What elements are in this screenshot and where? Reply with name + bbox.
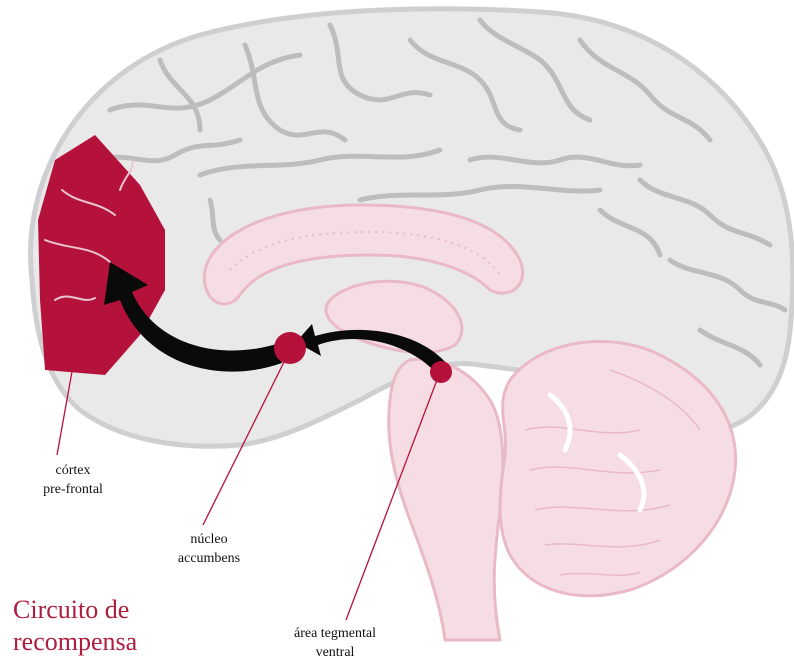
title-line: recompensa [13,626,137,658]
diagram-title: Circuito de recompensa [13,594,137,658]
title-line: Circuito de [13,594,137,626]
label-line: accumbens [156,549,262,568]
label-line: área tegmental [271,624,399,643]
label-line: núcleo [156,530,262,549]
nucleus-accumbens-dot [274,332,306,364]
label-line: ventral [271,643,399,662]
label-prefrontal-cortex: córtex pre-frontal [36,461,110,499]
label-ventral-tegmental-area: área tegmental ventral [271,624,399,662]
brainstem [389,359,503,640]
label-line: pre-frontal [36,480,110,499]
vta-dot [430,361,452,383]
label-nucleus-accumbens: núcleo accumbens [156,530,262,568]
label-line: córtex [36,461,110,480]
